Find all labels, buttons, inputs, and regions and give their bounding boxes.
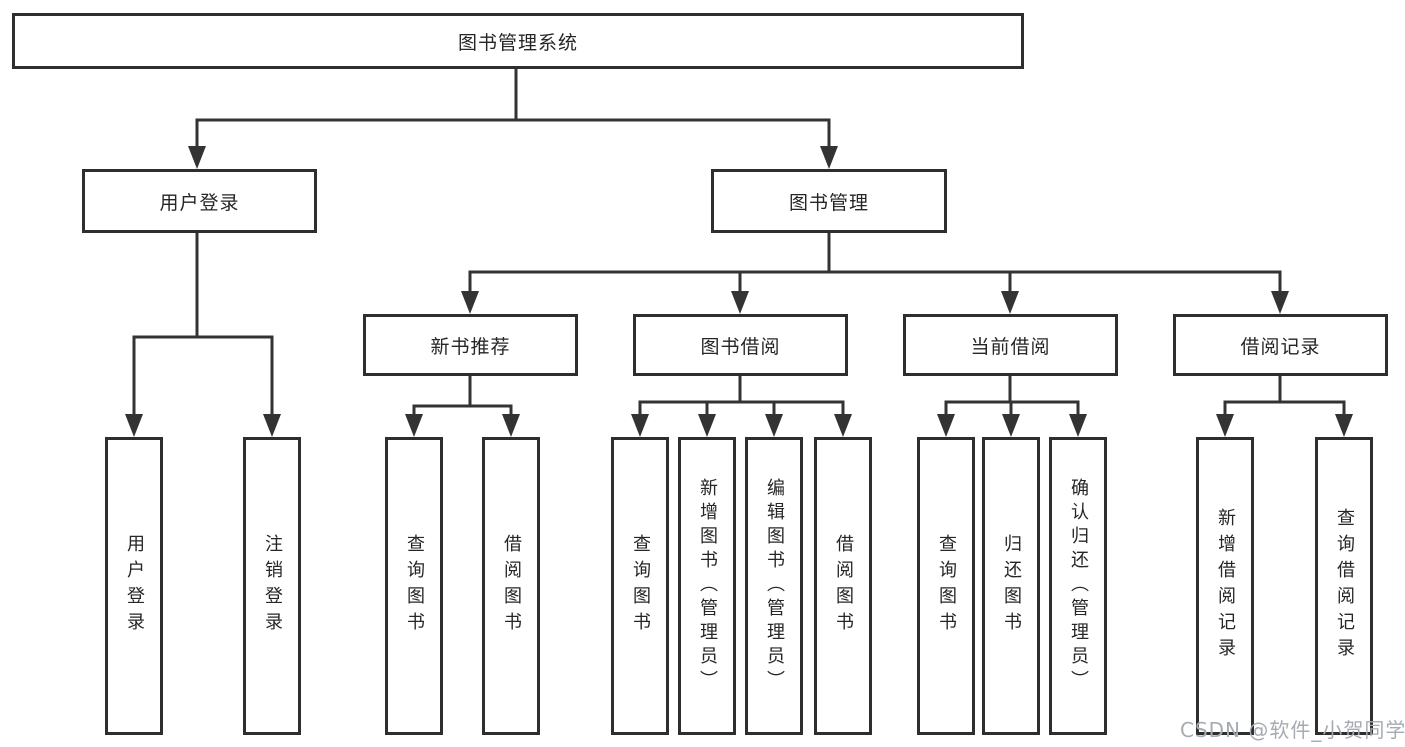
node-user-login: 用户登录 <box>82 169 317 233</box>
leaf-borrow-query-books: 查询图书 <box>611 437 669 735</box>
leaf-user-login: 用户登录 <box>105 437 163 735</box>
leaf-query-borrow-record: 查询借阅记录 <box>1315 437 1373 735</box>
leaf-current-query-books: 查询图书 <box>917 437 975 735</box>
leaf-newbook-borrow-books: 借阅图书 <box>482 437 540 735</box>
leaf-newbook-query-books: 查询图书 <box>385 437 443 735</box>
leaf-return-books: 归还图书 <box>982 437 1040 735</box>
node-new-book-recommend: 新书推荐 <box>363 314 578 376</box>
node-borrow-record: 借阅记录 <box>1173 314 1388 376</box>
edge-currentborrow-to-leaves <box>944 376 1080 418</box>
leaf-borrow-books: 借阅图书 <box>814 437 872 735</box>
node-current-borrow: 当前借阅 <box>903 314 1118 376</box>
node-book-management: 图书管理 <box>711 169 947 233</box>
leaf-add-books-admin: 新增图书（管理员） <box>678 437 736 735</box>
edge-userlogin-to-leaves <box>132 233 274 418</box>
node-library-management-system: 图书管理系统 <box>12 13 1024 69</box>
edge-borrowrecord-to-leaves <box>1223 376 1346 418</box>
leaf-logout: 注销登录 <box>243 437 301 735</box>
csdn-watermark: CSDN @软件_小贺同学 <box>1180 718 1405 742</box>
leaf-add-borrow-record: 新增借阅记录 <box>1196 437 1254 735</box>
arrowheads <box>125 146 1353 437</box>
edge-newbook-to-leaves <box>412 376 513 418</box>
node-book-borrow: 图书借阅 <box>633 314 848 376</box>
edge-bookmgmt-to-level3 <box>468 233 1282 294</box>
leaf-confirm-return-admin: 确认归还（管理员） <box>1049 437 1107 735</box>
edge-bookborrow-to-leaves <box>638 376 845 418</box>
edge-root-to-level2 <box>195 69 831 150</box>
leaf-edit-books-admin: 编辑图书（管理员） <box>745 437 803 735</box>
